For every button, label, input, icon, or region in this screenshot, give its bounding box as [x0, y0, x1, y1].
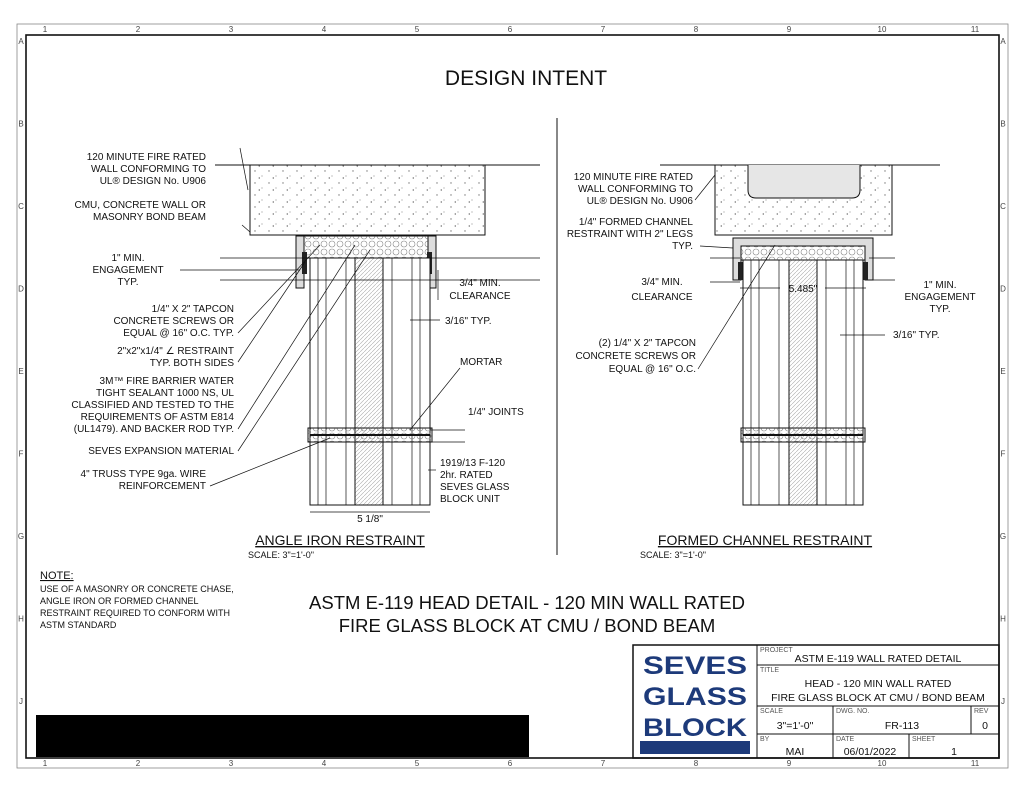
by-value: MAI [786, 746, 805, 758]
grid-column-label: 3 [229, 759, 234, 768]
title-value-1: HEAD - 120 MIN WALL RATED [805, 678, 952, 690]
grid-row-label: G [18, 532, 24, 541]
grid-row-label: H [18, 615, 24, 624]
by-label: BY [760, 736, 770, 743]
label-expansion: SEVES EXPANSION MATERIAL [88, 446, 234, 457]
scale-value: 3"=1'-0" [777, 720, 814, 732]
grid-column-label: 5 [415, 25, 420, 34]
logo-line-3: BLOCK [643, 714, 747, 742]
detail-title-right: FORMED CHANNEL RESTRAINT [658, 532, 873, 548]
grid-row-label: D [18, 285, 24, 294]
outer-border [16, 23, 1009, 769]
rev-label: REV [974, 708, 989, 715]
grid-row-label: B [18, 120, 23, 129]
grid-column-label: 4 [322, 25, 327, 34]
grid-row-label: A [1000, 37, 1006, 46]
formed-channel-detail-drawing [660, 164, 940, 506]
dwg-value: FR-113 [885, 720, 919, 732]
concrete-beam [249, 164, 486, 236]
label-width: 5 1/8" [357, 514, 383, 525]
redaction-box [36, 715, 529, 757]
grid-row-label: C [18, 202, 24, 211]
title-label: TITLE [760, 667, 779, 674]
detail-scale-right: SCALE: 3"=1'-0" [640, 550, 706, 560]
rev-value: 0 [982, 720, 988, 732]
grid-row-label: J [19, 697, 23, 706]
caption-line-1: ASTM E-119 HEAD DETAIL - 120 MIN WALL RA… [309, 592, 745, 613]
grid-column-label: 10 [878, 759, 887, 768]
grid-column-label: 11 [971, 759, 980, 768]
grid-row-label: F [1001, 450, 1006, 459]
label-clearance: 3/4" MIN.CLEARANCE [449, 278, 510, 302]
date-label: DATE [836, 736, 854, 743]
title-block [632, 644, 1000, 759]
grid-column-label: 3 [229, 25, 234, 34]
grid-column-label: 8 [694, 759, 699, 768]
grid-column-label: 7 [601, 759, 606, 768]
grid-row-label: A [18, 37, 24, 46]
grid-column-label: 6 [508, 25, 513, 34]
project-value: ASTM E-119 WALL RATED DETAIL [795, 653, 962, 665]
grid-row-label: E [1000, 367, 1005, 376]
label-gap: 3/16" TYP. [445, 316, 492, 327]
company-logo: SEVES GLASS BLOCK [640, 652, 750, 754]
angle-iron-detail-drawing [180, 147, 540, 513]
grid-column-label: 6 [508, 759, 513, 768]
detail-scale-left: SCALE: 3"=1'-0" [248, 550, 314, 560]
title-value-2: FIRE GLASS BLOCK AT CMU / BOND BEAM [771, 692, 985, 704]
scale-label: SCALE [760, 708, 783, 715]
label-clearance-right: 3/4" MIN.CLEARANCE [631, 277, 692, 303]
page-title: DESIGN INTENT [445, 67, 607, 90]
grid-column-label: 1 [43, 759, 48, 768]
dwg-label: DWG. NO. [836, 708, 869, 715]
grid-column-label: 7 [601, 25, 606, 34]
grid-column-label: 9 [787, 25, 792, 34]
grid-column-label: 10 [878, 25, 887, 34]
grid-column-label: 5 [415, 759, 420, 768]
note-text: USE OF A MASONRY OR CONCRETE CHASE,ANGLE… [40, 584, 234, 630]
detail-title-left: ANGLE IRON RESTRAINT [255, 532, 425, 548]
grid-column-label: 9 [787, 759, 792, 768]
date-value: 06/01/2022 [844, 746, 897, 758]
grid-row-label: G [1000, 532, 1006, 541]
label-gap-right: 3/16" TYP. [893, 330, 940, 341]
grid-row-label: C [1000, 202, 1006, 211]
note-heading: NOTE: [40, 570, 74, 582]
grid-column-label: 4 [322, 759, 327, 768]
grid-column-label: 2 [136, 25, 141, 34]
project-label: PROJECT [760, 647, 793, 654]
grid-column-label: 8 [694, 25, 699, 34]
inner-border [25, 34, 1000, 759]
grid-column-label: 2 [136, 759, 141, 768]
grid-column-label: 11 [971, 25, 980, 34]
sheet-value: 1 [951, 746, 957, 758]
grid-row-label: D [1000, 285, 1006, 294]
logo-line-2: GLASS [643, 683, 747, 711]
grid-column-label: 1 [43, 25, 48, 34]
logo-line-1: SEVES [643, 652, 747, 680]
label-joints: 1/4" JOINTS [468, 407, 524, 418]
label-width-right: 5.485" [789, 284, 818, 295]
grid-row-label: J [1001, 697, 1005, 706]
sheet-label: SHEET [912, 736, 936, 743]
caption-line-2: FIRE GLASS BLOCK AT CMU / BOND BEAM [339, 615, 716, 636]
label-mortar: MORTAR [460, 357, 502, 368]
grid-row-label: B [1000, 120, 1005, 129]
grid-row-label: H [1000, 615, 1006, 624]
grid-row-label: E [18, 367, 23, 376]
grid-row-label: F [19, 450, 24, 459]
